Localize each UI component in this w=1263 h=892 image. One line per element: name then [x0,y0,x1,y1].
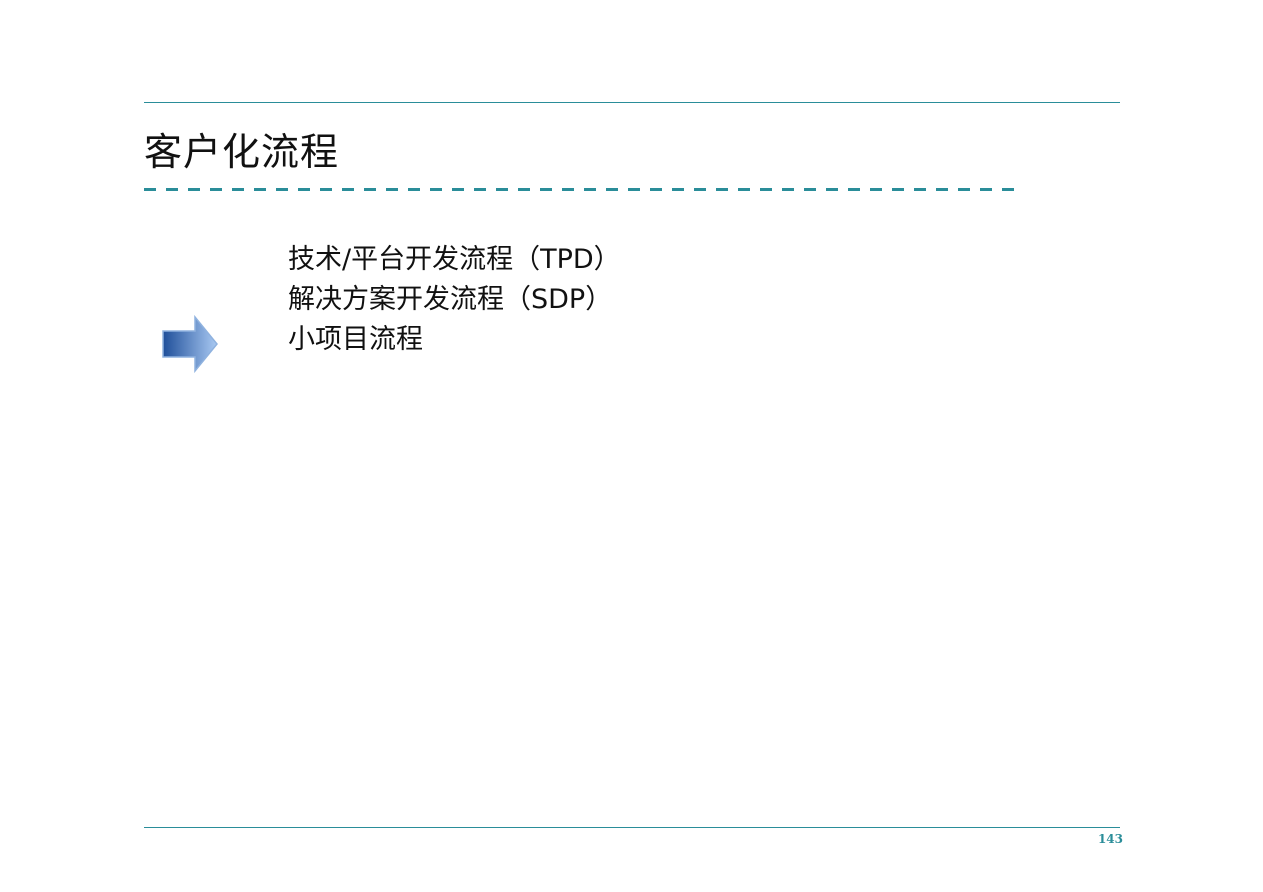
page-number: 143 [1097,832,1123,846]
list-item-tpd: 技术/平台开发流程（TPD） [288,244,621,275]
bottom-divider [144,827,1120,828]
top-divider [144,102,1120,103]
list-item-small-project: 小项目流程 [288,324,423,355]
list-item-sdp: 解决方案开发流程（SDP） [288,284,613,315]
right-arrow-icon [162,315,218,373]
process-list: 技术/平台开发流程（TPD） 解决方案开发流程（SDP） 小项目流程 [288,240,621,360]
slide-title: 客户化流程 [144,130,340,174]
title-dashed-divider [144,188,1014,191]
